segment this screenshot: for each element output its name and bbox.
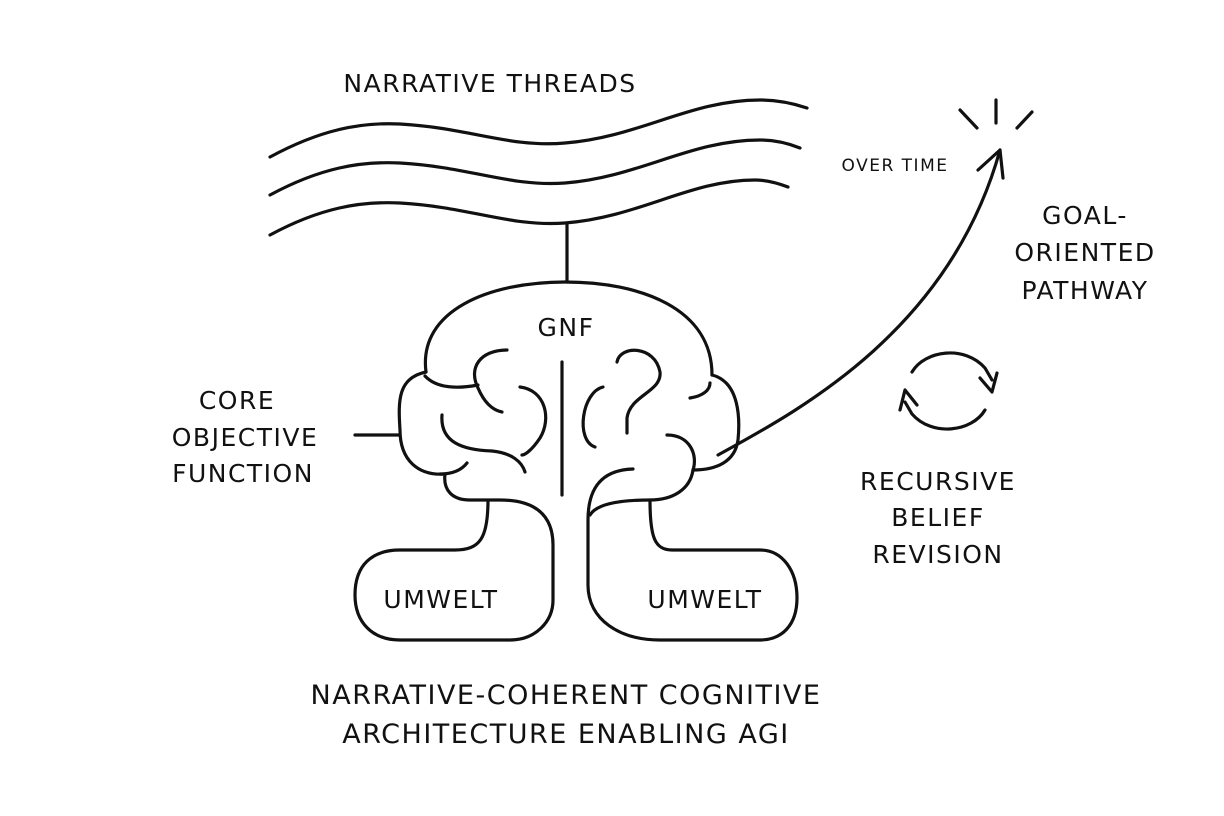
umwelt-right-label: UMWELT: [647, 585, 762, 614]
arrowhead-icon: [976, 148, 1005, 180]
brain-icon: [353, 280, 799, 642]
spark-icon: [958, 98, 1034, 130]
goal-pathway-line-2: ORIENTED: [1014, 238, 1155, 267]
recursive-revision-line-1: RECURSIVE: [860, 467, 1016, 496]
goal-pathway-line-1: GOAL-: [1042, 201, 1128, 230]
core-objective-line-2: OBJECTIVE: [172, 423, 319, 452]
wave-3: [268, 178, 790, 237]
caption-line-1: NARRATIVE-COHERENT COGNITIVE: [311, 680, 822, 711]
umwelt-left-label: UMWELT: [383, 585, 498, 614]
goal-pathway-line-3: PATHWAY: [1022, 276, 1149, 305]
wave-1: [268, 98, 809, 159]
core-objective-line-1: CORE: [199, 386, 275, 415]
goal-pathway-arrow: [716, 148, 1002, 457]
recursive-revision-line-3: REVISION: [872, 540, 1003, 569]
wave-2: [268, 138, 802, 197]
caption-line-2: ARCHITECTURE ENABLING AGI: [342, 719, 789, 750]
gnf-label: GNF: [538, 313, 595, 342]
core-objective-line-3: FUNCTION: [172, 459, 314, 488]
narrative-threads-waves: [268, 98, 809, 237]
cycle-arrows-icon: [898, 351, 999, 431]
narrative-threads-label: NARRATIVE THREADS: [343, 69, 636, 98]
recursive-revision-line-2: BELIEF: [891, 503, 984, 532]
over-time-label: OVER TIME: [842, 156, 949, 176]
